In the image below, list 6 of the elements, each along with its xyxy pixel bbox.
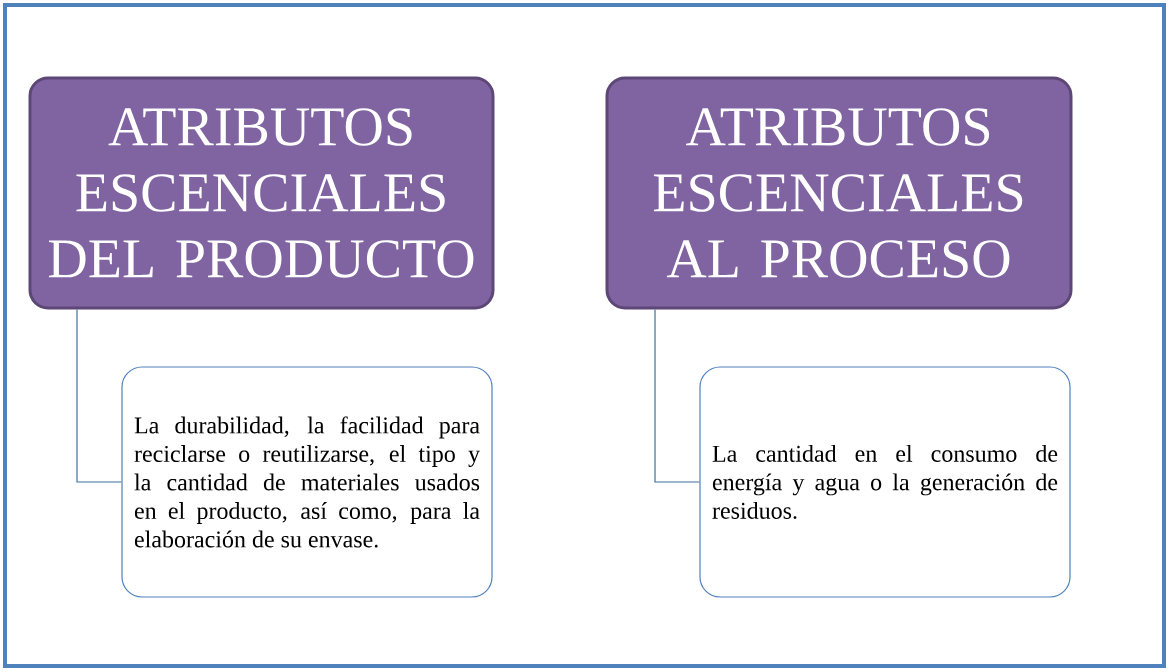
text-box: La durabilidad, la facilidad para reciclarse o reutilizarse, el tipo y la cantidad de materiales usados en el producto, así como, para la elaboración de su envase. (121, 366, 493, 598)
text-box: La cantidad en el consumo de energía y agua o la generación de residuos. (699, 366, 1071, 598)
heading-box: ATRIBUTOS ESCENCIALES DEL PRODUCTO (28, 76, 495, 310)
connector-line (654, 308, 700, 483)
connector-line (76, 308, 122, 483)
heading-box: ATRIBUTOS ESCENCIALES AL PROCESO (605, 76, 1073, 310)
